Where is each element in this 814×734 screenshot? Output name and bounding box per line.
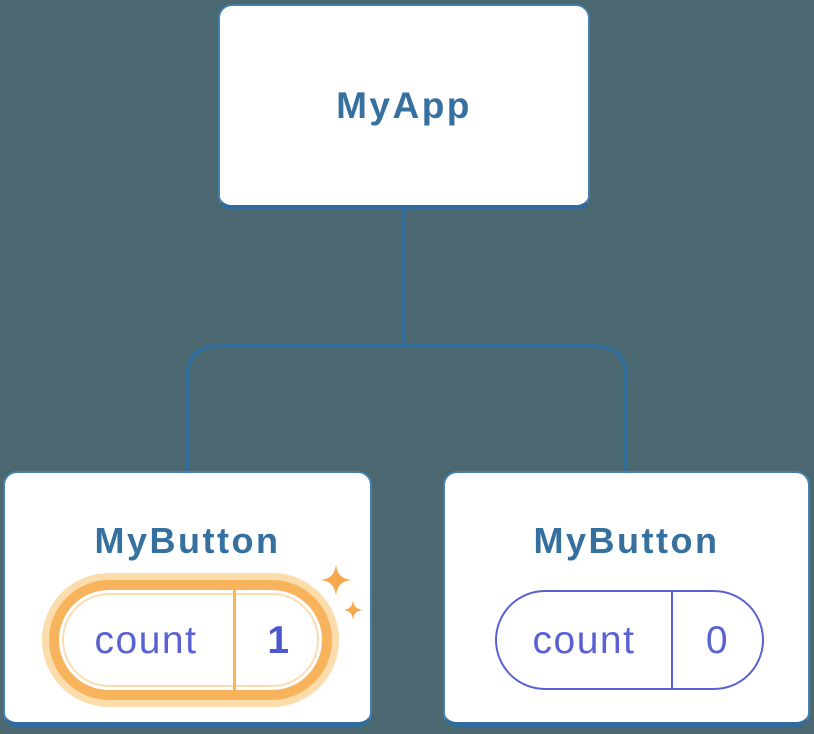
component-label-myapp: MyApp <box>336 85 472 126</box>
pill-divider <box>233 590 236 690</box>
component-node-mybutton-1: MyButton count 1 <box>3 471 372 727</box>
state-value: 1 <box>267 618 291 662</box>
sparkle-small-icon <box>343 600 363 620</box>
state-value: 0 <box>705 618 730 662</box>
component-label-mybutton-2: MyButton <box>533 520 720 561</box>
state-key-label: count <box>94 618 198 662</box>
state-key-label: count <box>532 618 636 662</box>
pill-divider <box>671 592 673 688</box>
sparkle-icon <box>320 564 363 620</box>
component-node-myapp: MyApp <box>218 4 590 210</box>
component-label-mybutton-1: MyButton <box>94 520 281 561</box>
connector-branch <box>185 344 628 472</box>
state-badge: count 0 <box>495 590 764 690</box>
state-badge-highlighted: count 1 <box>49 580 332 700</box>
component-node-mybutton-2: MyButton count 0 <box>443 471 810 727</box>
sparkle-large-icon <box>320 564 352 596</box>
